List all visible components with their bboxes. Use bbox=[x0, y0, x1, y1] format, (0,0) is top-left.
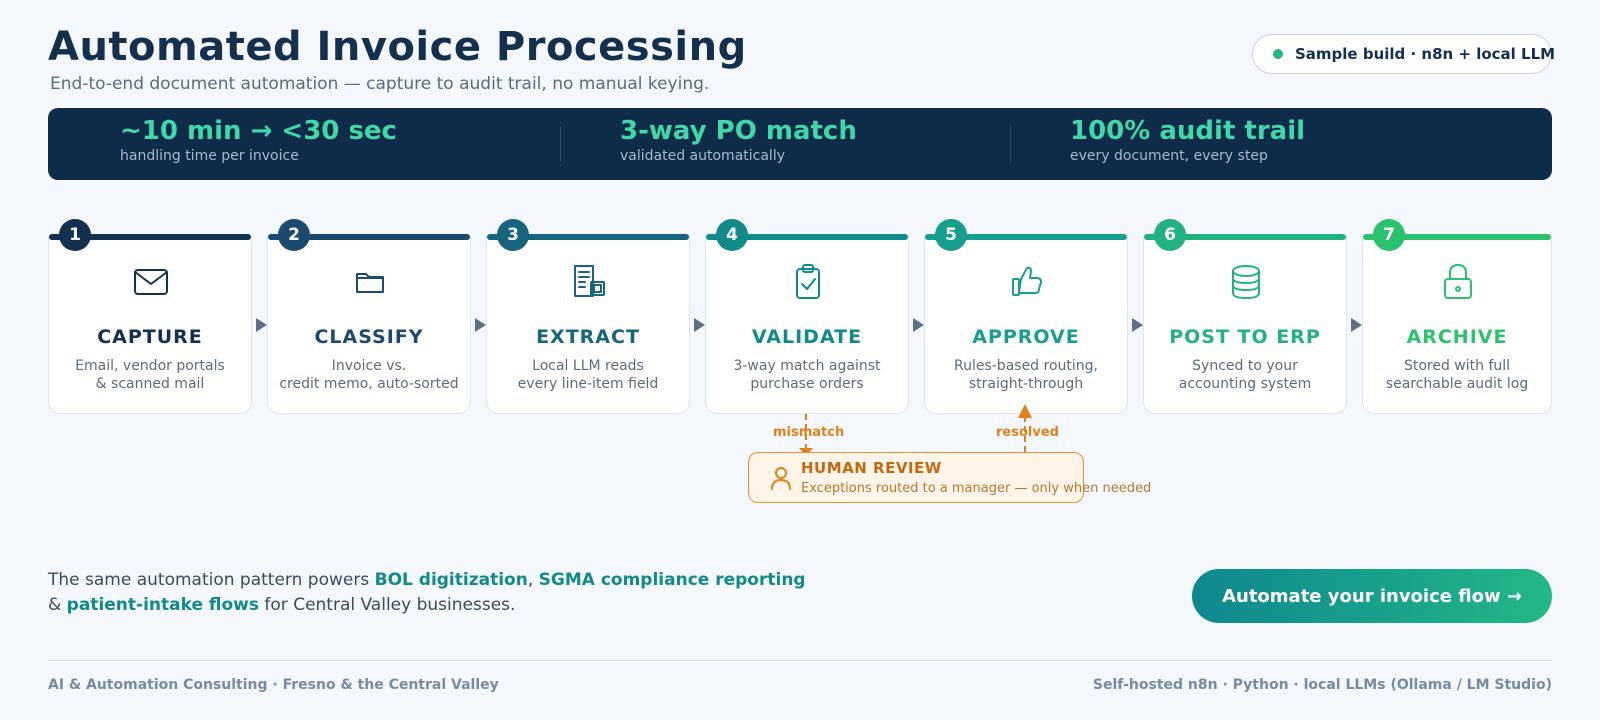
stat-label: validated automatically bbox=[620, 148, 785, 164]
pitch-text-part: , bbox=[527, 570, 539, 590]
flow-arrow-icon bbox=[913, 318, 924, 332]
step-name: CAPTURE bbox=[97, 326, 203, 348]
pitch-text-part: The same automation pattern powers bbox=[48, 570, 375, 590]
stat-audit-trail: 100% audit trail every document, every s… bbox=[1070, 116, 1305, 164]
pitch-text: The same automation pattern powers BOL d… bbox=[48, 568, 828, 618]
highlight-sgma: SGMA compliance reporting bbox=[538, 570, 806, 590]
flow-arrow-icon bbox=[1132, 318, 1143, 332]
build-badge-label: Sample build · n8n + local LLM bbox=[1295, 45, 1556, 63]
step-description: 3-way match against purchase orders bbox=[710, 357, 904, 393]
stat-handling-time: ~10 min → <30 sec handling time per invo… bbox=[120, 116, 397, 164]
automate-cta-button[interactable]: Automate your invoice flow → bbox=[1192, 569, 1552, 623]
step-description-line: Stored with full bbox=[1403, 358, 1511, 374]
step-post-to-erp: 6 POST TO ERP Synced to your accounting … bbox=[1143, 219, 1347, 414]
clipboard-check-icon bbox=[796, 264, 820, 299]
step-description-line: straight-through bbox=[968, 376, 1084, 392]
step-description: Local LLM reads every line-item field bbox=[491, 357, 685, 393]
status-dot-icon bbox=[1273, 49, 1283, 59]
step-bar bbox=[1363, 234, 1551, 240]
step-number: 5 bbox=[935, 219, 967, 251]
step-number: 4 bbox=[716, 219, 748, 251]
step-bar bbox=[268, 234, 470, 240]
human-review-box: HUMAN REVIEW Exceptions routed to a mana… bbox=[748, 452, 1151, 503]
step-description-line: accounting system bbox=[1178, 376, 1312, 392]
flow-arrow-icon bbox=[1351, 318, 1362, 332]
step-number: 2 bbox=[278, 219, 310, 251]
step-name: CLASSIFY bbox=[314, 326, 424, 348]
pitch-text-part: for Central Valley businesses. bbox=[259, 595, 516, 615]
resolved-label: resolved bbox=[996, 425, 1059, 440]
step-description: Synced to your accounting system bbox=[1148, 357, 1342, 393]
human-review-title: HUMAN REVIEW bbox=[801, 459, 942, 477]
step-name: POST TO ERP bbox=[1169, 326, 1321, 348]
step-description-line: 3-way match against bbox=[733, 358, 881, 374]
step-bar bbox=[487, 234, 689, 240]
step-number: 3 bbox=[497, 219, 529, 251]
document-chip-icon bbox=[574, 265, 605, 297]
stat-value: 100% audit trail bbox=[1070, 116, 1306, 146]
flow-arrow-icon bbox=[256, 318, 267, 332]
step-description-line: Local LLM reads bbox=[532, 358, 644, 374]
step-description-line: credit memo, auto-sorted bbox=[279, 376, 459, 392]
step-description: Stored with full searchable audit log bbox=[1367, 357, 1547, 393]
envelope-icon bbox=[134, 269, 168, 295]
step-capture: 1 CAPTURE Email, vendor portals & scanne… bbox=[48, 219, 252, 414]
stat-label: every document, every step bbox=[1070, 148, 1268, 164]
flow-arrow-icon bbox=[694, 318, 705, 332]
human-review-description: Exceptions routed to a manager — only wh… bbox=[801, 481, 1152, 496]
step-number: 7 bbox=[1373, 219, 1405, 251]
footer-left: AI & Automation Consulting · Fresno & th… bbox=[48, 677, 499, 693]
highlight-bol: BOL digitization bbox=[374, 570, 528, 590]
step-bar bbox=[706, 234, 908, 240]
thumbs-up-icon bbox=[1012, 266, 1042, 296]
step-archive: 7 ARCHIVE Stored with full searchable au… bbox=[1362, 219, 1552, 414]
step-bar bbox=[1144, 234, 1346, 240]
footer-right: Self-hosted n8n · Python · local LLMs (O… bbox=[1092, 677, 1552, 693]
step-classify: 2 CLASSIFY Invoice vs. credit memo, auto… bbox=[267, 219, 471, 414]
highlight-patient-intake: patient-intake flows bbox=[66, 595, 260, 615]
step-description: Invoice vs. credit memo, auto-sorted bbox=[272, 357, 466, 393]
step-description: Rules-based routing, straight-through bbox=[929, 357, 1123, 393]
page-subtitle: End-to-end document automation — capture… bbox=[50, 74, 710, 94]
step-description-line: searchable audit log bbox=[1385, 376, 1529, 392]
footer-divider bbox=[48, 660, 1552, 661]
step-validate: 4 VALIDATE 3-way match against purchase … bbox=[705, 219, 909, 414]
step-description-line: & scanned mail bbox=[95, 376, 205, 392]
step-extract: 3 EXTRACT Local LLM reads every line-ite… bbox=[486, 219, 690, 414]
stat-po-match: 3-way PO match validated automatically bbox=[620, 116, 857, 164]
step-name: ARCHIVE bbox=[1406, 326, 1508, 348]
flow-arrow-icon bbox=[475, 318, 486, 332]
step-bar bbox=[925, 234, 1127, 240]
stat-label: handling time per invoice bbox=[120, 148, 299, 164]
stats-banner: ~10 min → <30 sec handling time per invo… bbox=[48, 108, 1552, 180]
person-icon bbox=[771, 467, 791, 490]
step-description-line: Email, vendor portals bbox=[75, 358, 225, 374]
build-badge: Sample build · n8n + local LLM bbox=[1252, 34, 1556, 74]
stat-divider bbox=[1010, 126, 1011, 162]
page-title: Automated Invoice Processing bbox=[48, 24, 747, 70]
step-name: EXTRACT bbox=[536, 326, 640, 348]
pitch-text-part: & bbox=[48, 595, 67, 615]
step-name: VALIDATE bbox=[751, 326, 863, 348]
database-icon bbox=[1232, 265, 1260, 299]
step-bar bbox=[49, 234, 251, 240]
step-number: 1 bbox=[59, 219, 91, 251]
stat-divider bbox=[560, 126, 561, 162]
step-name: APPROVE bbox=[972, 326, 1080, 348]
stat-value: 3-way PO match bbox=[620, 116, 857, 146]
step-description-line: purchase orders bbox=[750, 376, 864, 392]
step-description-line: Rules-based routing, bbox=[953, 358, 1098, 374]
step-description-line: Synced to your bbox=[1192, 358, 1298, 374]
stat-value: ~10 min → <30 sec bbox=[120, 116, 397, 146]
folder-icon bbox=[356, 273, 384, 293]
step-description: Email, vendor portals & scanned mail bbox=[53, 357, 247, 393]
step-number: 6 bbox=[1154, 219, 1186, 251]
lock-icon bbox=[1444, 264, 1472, 299]
mismatch-label: mismatch bbox=[773, 425, 845, 440]
step-description-line: every line-item field bbox=[517, 376, 659, 392]
step-approve: 5 APPROVE Rules-based routing, straight-… bbox=[924, 219, 1128, 414]
step-description-line: Invoice vs. bbox=[331, 358, 407, 374]
